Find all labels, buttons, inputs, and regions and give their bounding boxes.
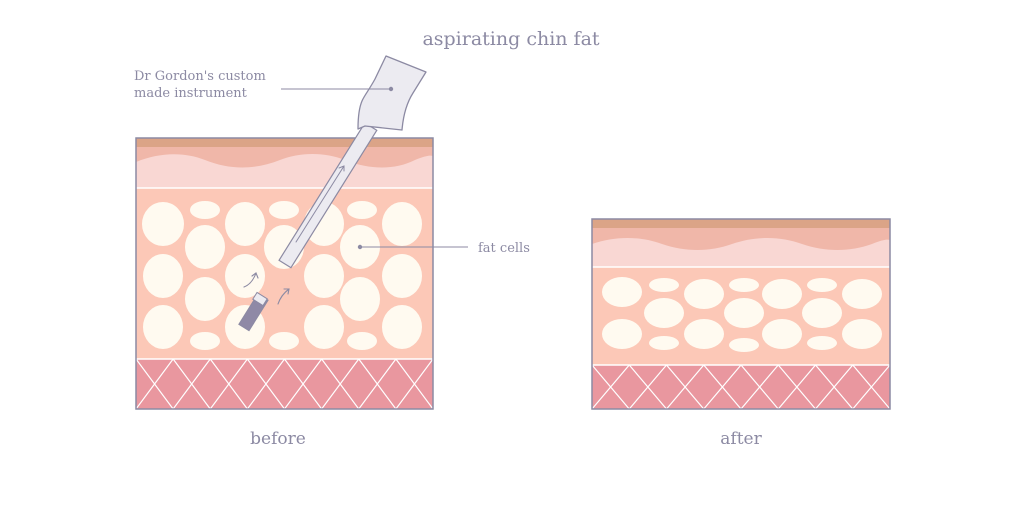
fat-cell	[842, 279, 882, 309]
instrument-handle	[357, 55, 427, 131]
before-caption: before	[250, 429, 306, 449]
fat-cells-label: fat cells	[478, 241, 530, 256]
after-skin-section	[592, 219, 890, 409]
instrument-tip-end	[252, 291, 268, 307]
fat-cell	[382, 202, 422, 246]
fat-cell	[602, 277, 642, 307]
fat-cell	[649, 278, 679, 292]
after-epidermis	[592, 219, 890, 228]
fat-cell	[143, 305, 183, 349]
fat-cell	[724, 298, 764, 328]
before-muscle-layer	[136, 359, 433, 409]
instrument-label-line2: made instrument	[134, 86, 248, 101]
instrument-label-line1: Dr Gordon's custom	[134, 69, 266, 84]
before-skin-section	[136, 138, 433, 409]
fat-cell	[304, 305, 344, 349]
fat-cell	[185, 277, 225, 321]
diagram-title: aspirating chin fat	[422, 28, 599, 50]
fat-cell	[142, 202, 184, 246]
after-muscle-pattern	[592, 364, 890, 409]
instrument-callout: Dr Gordon's custom made instrument	[134, 69, 394, 101]
fat-cell	[190, 201, 220, 219]
fat-cell	[729, 278, 759, 292]
fat-cell	[602, 319, 642, 349]
before-fat-cells	[142, 201, 422, 350]
fat-cell	[649, 336, 679, 350]
fat-cell	[382, 254, 422, 298]
fat-cells-callout: fat cells	[357, 241, 530, 256]
fat-cell	[382, 305, 422, 349]
suction-arrow-left-head	[251, 272, 259, 279]
fat-cell	[729, 338, 759, 352]
before-outline	[135, 137, 434, 410]
fat-cell	[802, 298, 842, 328]
fat-cell	[762, 279, 802, 309]
fat-cell	[684, 319, 724, 349]
fat-cell	[143, 254, 183, 298]
after-outline	[591, 218, 891, 410]
fat-cell	[340, 277, 380, 321]
fat-cell	[644, 298, 684, 328]
fat-cell	[842, 319, 882, 349]
fat-cell	[269, 201, 299, 219]
fat-cell	[807, 336, 837, 350]
suction-arrows	[243, 272, 290, 305]
fat-cell	[190, 332, 220, 350]
muscle-lattice-lines	[136, 358, 433, 409]
custom-instrument	[238, 55, 427, 332]
suction-arrow-right-head	[283, 288, 290, 295]
instrument-leader-dot	[388, 86, 394, 92]
fat-cell	[347, 201, 377, 219]
after-dermis-wave	[592, 238, 890, 267]
muscle-lattice-lines	[592, 364, 890, 409]
fat-cell	[347, 332, 377, 350]
suction-arrow-left	[243, 272, 257, 288]
after-muscle-layer	[592, 365, 890, 409]
before-dermis-wave	[136, 154, 433, 188]
fat-cell	[269, 332, 299, 350]
fat-cell	[762, 319, 802, 349]
fat-cell	[304, 254, 344, 298]
fat-cell	[807, 278, 837, 292]
before-epidermis	[136, 138, 433, 147]
instrument-flow-arrow	[295, 165, 345, 243]
fat-cell	[185, 225, 225, 269]
after-fat-cells	[602, 277, 882, 352]
suction-arrow-right	[277, 288, 290, 305]
before-muscle-pattern	[136, 358, 433, 409]
fat-cell	[225, 254, 265, 298]
fat-cell	[684, 279, 724, 309]
fat-cell	[225, 202, 265, 246]
after-caption: after	[720, 429, 762, 449]
